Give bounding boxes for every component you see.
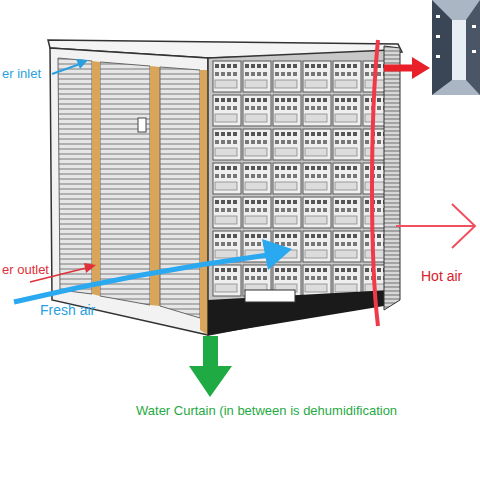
fresh-air-label: Fresh air <box>40 302 95 318</box>
water-curtain-label: Water Curtain (in between is dehumidific… <box>136 403 397 419</box>
hot-air-label: Hot air <box>421 268 462 284</box>
outlet-label: er outlet <box>2 262 49 278</box>
inlet-label: er inlet <box>2 66 41 82</box>
